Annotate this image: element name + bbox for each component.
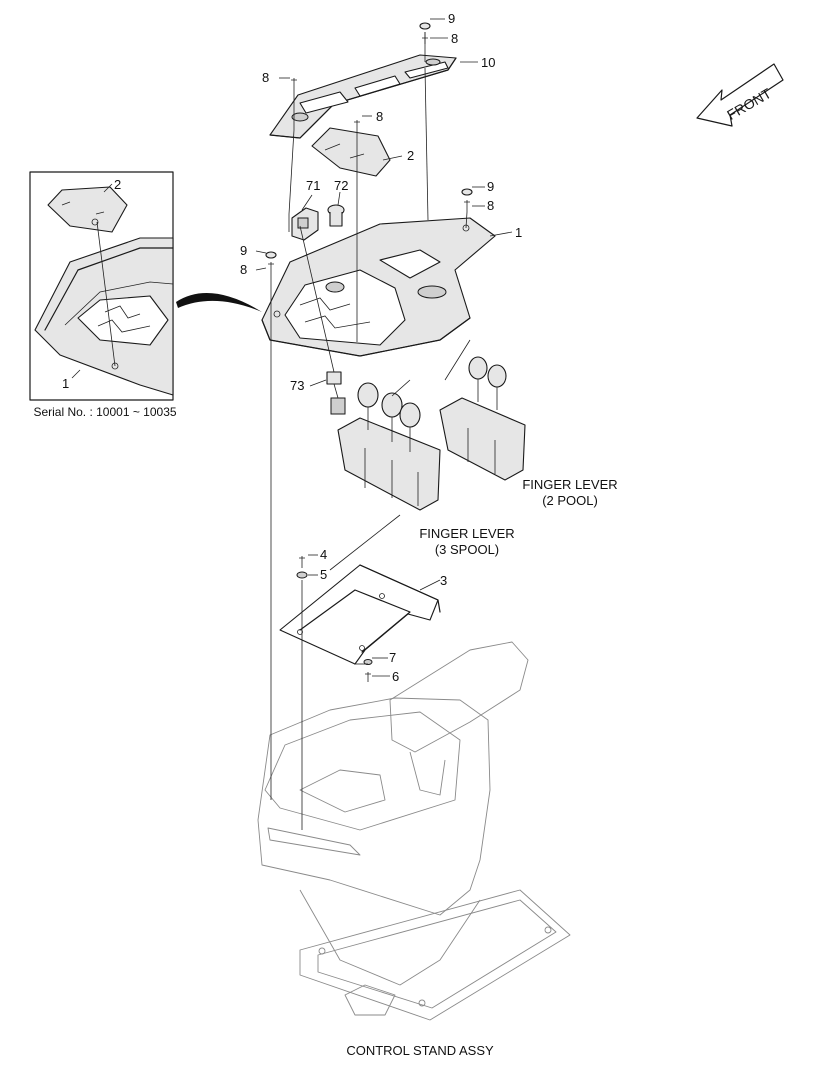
- switch-part-71: [291, 207, 319, 241]
- callout-8-left-top: 8: [262, 70, 270, 85]
- cover-part-2: [311, 127, 391, 177]
- inset-cover-part-2: [47, 186, 128, 233]
- knob-part-72: [327, 204, 345, 227]
- finger-lever-2-line1: FINGER LEVER: [522, 477, 618, 492]
- callout-1-main: 1: [515, 225, 523, 240]
- alignment-lines: [270, 32, 471, 830]
- finger-lever-2-line2: (2 POOL): [542, 493, 598, 508]
- assembly-title: CONTROL STAND ASSY: [346, 1043, 494, 1058]
- callout-9-left: 9: [240, 243, 248, 258]
- callout-8-mid: 8: [376, 109, 384, 124]
- inset-pointer-arrow: [176, 293, 262, 312]
- finger-lever-3-spool-label: FINGER LEVER (3 SPOOL): [402, 526, 532, 558]
- finger-lever-3-spool: [337, 382, 441, 511]
- finger-lever-3-line2: (3 SPOOL): [434, 542, 500, 557]
- callout-inset-2: 2: [114, 177, 122, 192]
- callout-8-left: 8: [240, 262, 248, 277]
- main-console-part-1: [261, 217, 496, 357]
- callout-leaders: [71, 18, 513, 677]
- top-cover-part-10: [269, 54, 457, 139]
- inset-detail: [29, 171, 174, 401]
- connector-part-73: [326, 371, 346, 415]
- callout-3: 3: [440, 573, 448, 588]
- serial-number-label: Serial No. : 10001 ~ 10035: [33, 405, 177, 419]
- fasteners: [265, 22, 473, 274]
- callout-7: 7: [389, 650, 397, 665]
- callout-5: 5: [320, 567, 328, 582]
- callout-inset-1: 1: [62, 376, 70, 391]
- callout-9-top: 9: [448, 11, 456, 26]
- callout-9-right: 9: [487, 179, 495, 194]
- finger-lever-2-pool: [439, 356, 526, 481]
- callout-4: 4: [320, 547, 328, 562]
- callout-8-right: 8: [487, 198, 495, 213]
- callout-10: 10: [481, 55, 496, 70]
- callout-2-mid: 2: [407, 148, 415, 163]
- front-label: FRONT: [724, 85, 774, 123]
- finger-lever-3-line1: FINGER LEVER: [419, 526, 515, 541]
- bolts-4-5-6-7: [296, 556, 373, 682]
- callout-6: 6: [392, 669, 400, 684]
- finger-lever-2-pool-label: FINGER LEVER (2 POOL): [505, 477, 635, 509]
- front-direction-arrow: FRONT: [696, 63, 784, 127]
- control-stand-body: [257, 641, 571, 1021]
- callout-72: 72: [334, 178, 349, 193]
- callout-8-top: 8: [451, 31, 459, 46]
- callout-71: 71: [306, 178, 321, 193]
- bracket-part-3: [279, 564, 441, 665]
- callout-73: 73: [290, 378, 305, 393]
